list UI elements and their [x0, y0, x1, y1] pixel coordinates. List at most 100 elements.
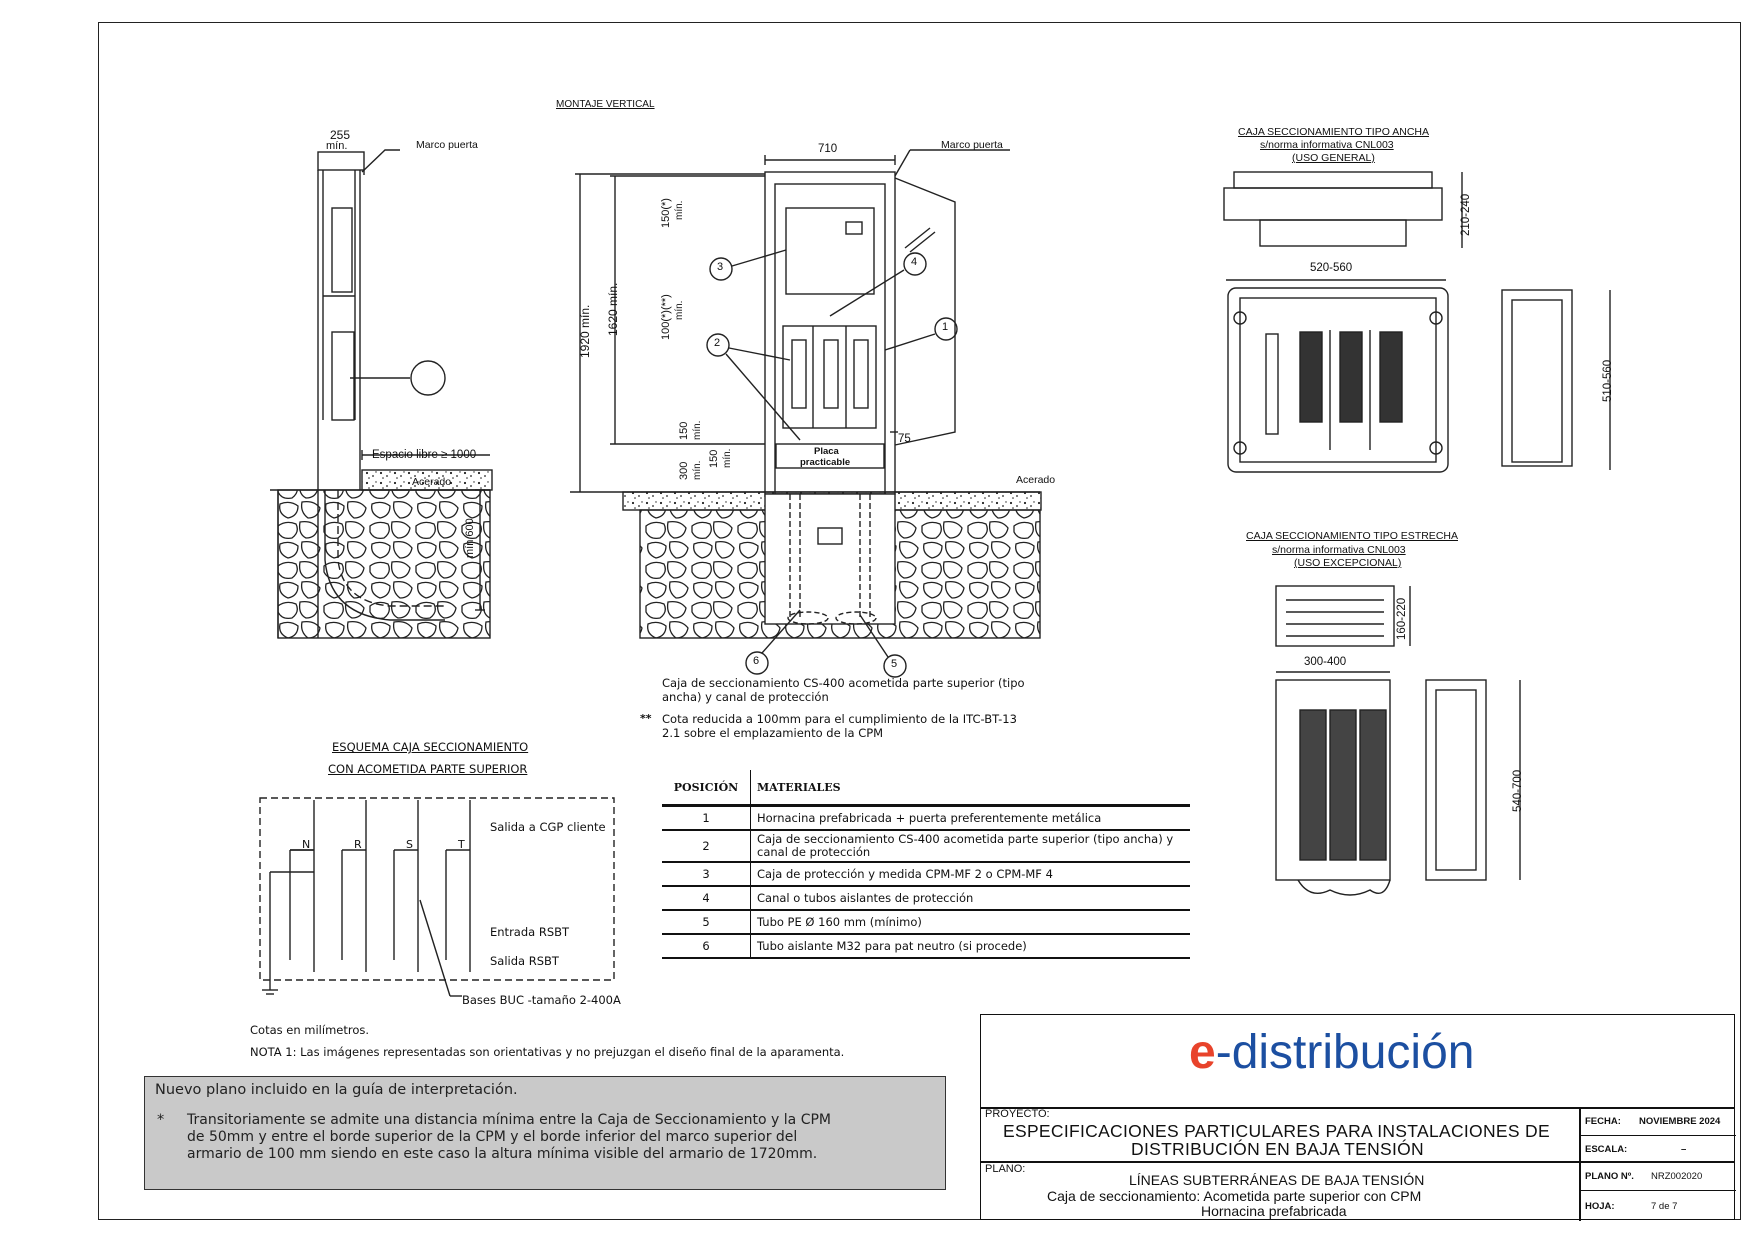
note-box-line4: armario de 100 mm siendo en este caso la…: [187, 1146, 818, 1162]
front-dim-75: 75: [898, 433, 911, 445]
row-pos: 2: [662, 830, 751, 863]
edistribucion-logo: e-distribución: [1189, 1025, 1474, 1080]
note-box-line1: Nuevo plano incluido en la guía de inter…: [155, 1082, 518, 1098]
phase-r: R: [354, 838, 362, 851]
note-box-line2: Transitoriamente se admite una distancia…: [187, 1112, 832, 1128]
logo-wordmark: -distribución: [1215, 1026, 1475, 1079]
plano-line3: Hornacina prefabricada: [1201, 1203, 1347, 1219]
front-dim-1920: 1920 mín.: [578, 304, 592, 358]
front-dim-150b-unit: mín.: [692, 420, 703, 440]
caja-ancha-dim-height: 210-240: [1460, 193, 1472, 236]
esquema-schematic: [259, 797, 615, 997]
title-block: e-distribución PROYECTO: ESPECIFICACIONE…: [980, 1014, 1736, 1221]
side-acerado: Acerado: [412, 476, 452, 488]
row-material: Tubo PE Ø 160 mm (mínimo): [750, 910, 1190, 935]
salida-rsbt-label: Salida RSBT: [490, 954, 559, 968]
phase-n: N: [302, 838, 311, 851]
row-material: Hornacina prefabricada + puerta preferen…: [750, 805, 1190, 831]
front-dim-150c-unit: mín.: [722, 448, 733, 468]
salida-cgp-label: Salida a CGP cliente: [490, 820, 606, 834]
interpretation-note-box: Nuevo plano incluido en la guía de inter…: [144, 1076, 946, 1190]
caja-estrecha-drawing: [1275, 585, 1521, 896]
note-cota-line2: 2.1 sobre el emplazamiento de la CPM: [662, 726, 884, 740]
front-dim-1620: 1620 mín.: [606, 282, 620, 336]
front-dim-150: 150(*): [660, 198, 672, 228]
front-dim-150c: 150: [708, 449, 720, 468]
caja-estrecha-title2: s/norma informativa CNL003: [1272, 544, 1406, 556]
header-posicion: POSICIÓN: [662, 770, 751, 807]
side-espacio-libre: Espacio libre ≥ 1000: [372, 449, 477, 461]
placa-label: Placa: [814, 446, 839, 457]
side-min-600: mín 600: [464, 518, 476, 558]
nota1: NOTA 1: Las imágenes representadas son o…: [250, 1045, 845, 1059]
front-marco-puerta: Marco puerta: [941, 139, 1003, 151]
front-dim-100-unit: mín.: [674, 300, 685, 320]
front-dim-300: 300: [678, 461, 690, 480]
row-pos: 4: [662, 886, 751, 911]
plano-line1: LÍNEAS SUBTERRÁNEAS DE BAJA TENSIÓN: [1129, 1172, 1425, 1188]
side-dim-width-unit: mín.: [326, 140, 348, 152]
note-box-star: *: [157, 1112, 165, 1128]
hoja-value: 7 de 7: [1651, 1201, 1678, 1212]
plano-n-value: NRZ002020: [1651, 1171, 1703, 1182]
front-dim-150-unit: mín.: [674, 200, 685, 220]
note-caja-line1: Caja de seccionamiento CS-400 acometida …: [662, 676, 1025, 690]
callout-2: 2: [714, 337, 721, 349]
table-header-row: POSICIÓN MATERIALES: [662, 770, 1190, 807]
caja-ancha-dim-side: 510-560: [1602, 359, 1614, 402]
side-marco-puerta: Marco puerta: [416, 139, 478, 151]
row-pos: 5: [662, 910, 751, 935]
note-caja-line2: ancha) y canal de protección: [662, 690, 829, 704]
note-cota-line1: Cota reducida a 100mm para el cumplimien…: [662, 712, 1017, 726]
cotas-note: Cotas en milímetros.: [250, 1023, 370, 1037]
row-material: Caja de seccionamiento CS-400 acometida …: [750, 830, 1190, 863]
proyecto-line2: DISTRIBUCIÓN EN BAJA TENSIÓN: [1131, 1139, 1424, 1159]
hoja-label: HOJA:: [1585, 1201, 1615, 1212]
front-dim-100: 100(*)(**): [660, 294, 672, 340]
proyecto-label: PROYECTO:: [985, 1108, 1050, 1120]
bases-buc-label: Bases BUC -tamaño 2-400A: [462, 993, 621, 1007]
caja-ancha-title3: (USO GENERAL): [1292, 152, 1375, 164]
caja-estrecha-title3: (USO EXCEPCIONAL): [1294, 557, 1402, 569]
escala-value: –: [1681, 1144, 1687, 1155]
side-view: [270, 149, 493, 639]
side-dim-width: 255: [330, 128, 351, 142]
caja-estrecha-dim-side: 540-700: [1512, 769, 1524, 812]
caja-ancha-title2: s/norma informativa CNL003: [1260, 139, 1394, 151]
plano-label: PLANO:: [985, 1163, 1026, 1175]
esquema-title1: ESQUEMA CAJA SECCIONAMIENTO: [332, 740, 529, 754]
phase-s: S: [406, 838, 413, 851]
row-material: Canal o tubos aislantes de protección: [750, 886, 1190, 911]
caja-estrecha-title1: CAJA SECCIONAMIENTO TIPO ESTRECHA: [1246, 530, 1458, 542]
fecha-label: FECHA:: [1585, 1116, 1621, 1127]
plano-line2: Caja de seccionamiento: Acometida parte …: [1047, 1188, 1422, 1204]
front-acerado: Acerado: [1016, 474, 1056, 486]
proyecto-line1: ESPECIFICACIONES PARTICULARES PARA INSTA…: [1003, 1121, 1550, 1141]
row-pos: 6: [662, 934, 751, 959]
caja-ancha-dim-width: 520-560: [1310, 262, 1353, 274]
row-material: Caja de protección y medida CPM-MF 2 o C…: [750, 862, 1190, 887]
callout-5: 5: [891, 658, 898, 670]
note-star: **: [640, 712, 652, 725]
caja-ancha-title1: CAJA SECCIONAMIENTO TIPO ANCHA: [1238, 126, 1429, 138]
plano-n-label: PLANO Nº.: [1585, 1171, 1634, 1182]
practicable-label: practicable: [800, 457, 851, 468]
callout-1: 1: [942, 321, 949, 333]
front-dim-150b: 150: [678, 421, 690, 440]
callout-4: 4: [911, 256, 918, 268]
caja-estrecha-dim-width: 300-400: [1304, 656, 1347, 668]
entrada-rsbt-label: Entrada RSBT: [490, 925, 570, 939]
escala-label: ESCALA:: [1585, 1144, 1628, 1155]
front-dim-710: 710: [818, 143, 838, 155]
front-dim-300-unit: mín.: [692, 460, 703, 480]
caja-estrecha-dim-height: 160-220: [1396, 597, 1408, 640]
caja-ancha-drawing: [1223, 171, 1611, 473]
